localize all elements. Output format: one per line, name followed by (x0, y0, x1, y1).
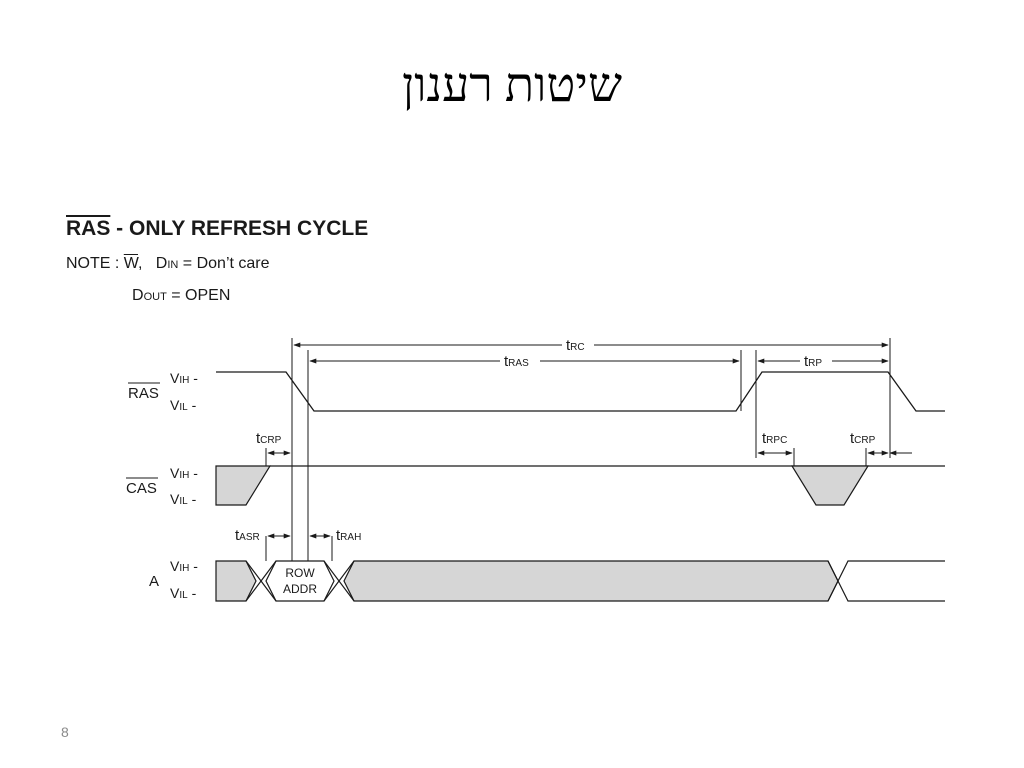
tcrp-label-left: tCRP (256, 430, 282, 447)
addr-dontcare-left (215, 560, 257, 602)
signal-ras: RAS (128, 385, 159, 402)
ras-waveform (216, 371, 945, 412)
row-addr-label-1: ROW (285, 566, 315, 580)
addr-dontcare-main (343, 560, 839, 602)
trc-label: tRC (566, 337, 585, 354)
addr-cross-mid-b (323, 560, 355, 602)
dout-out: OUT (143, 291, 167, 303)
dout-open: = OPEN (166, 287, 231, 304)
note-dontcare: = Don’t care (178, 255, 270, 272)
cas-dontcare-pulse (790, 465, 870, 506)
vil-label-cas: VIL - (170, 491, 197, 507)
note-d: D (155, 255, 168, 272)
heading-rest: - ONLY REFRESH CYCLE (110, 217, 369, 240)
diagram-heading: RAS - ONLY REFRESH CYCLE (66, 218, 368, 239)
tcrp-label-right: tCRP (850, 430, 876, 447)
heading-ras: RAS (66, 217, 111, 240)
tasr-label: tASR (235, 527, 260, 544)
note-prefix: NOTE : (66, 255, 124, 272)
trpc-label: tRPC (762, 430, 787, 447)
note-line: NOTE : W, DIN = Don’t care (66, 256, 270, 272)
addr-cross-right-b (827, 560, 945, 602)
cas-dontcare-left (215, 465, 272, 506)
addr-cross-right (827, 560, 945, 602)
vil-label-ras: VIL - (170, 397, 197, 413)
signal-a: A (149, 573, 159, 590)
trp-label: tRP (804, 353, 822, 370)
note-in: IN (167, 259, 179, 271)
dout-d: D (132, 287, 144, 304)
page-number: 8 (61, 724, 69, 740)
vih-label-a: VIH - (170, 558, 198, 574)
dout-line: DOUT = OPEN (132, 288, 230, 304)
vih-label-ras: VIH - (170, 370, 198, 386)
slide-title: שיטות רענון (402, 59, 622, 112)
signal-cas: CAS (126, 480, 157, 497)
trah-label: tRAH (336, 527, 361, 544)
vih-label-cas: VIH - (170, 465, 198, 481)
note-w: W (123, 255, 138, 272)
addr-cross-left-b (245, 560, 277, 602)
vil-label-a: VIL - (170, 585, 197, 601)
tras-label: tRAS (504, 353, 529, 370)
note-comma: , (138, 255, 143, 272)
row-addr-label-2: ADDR (283, 582, 317, 596)
